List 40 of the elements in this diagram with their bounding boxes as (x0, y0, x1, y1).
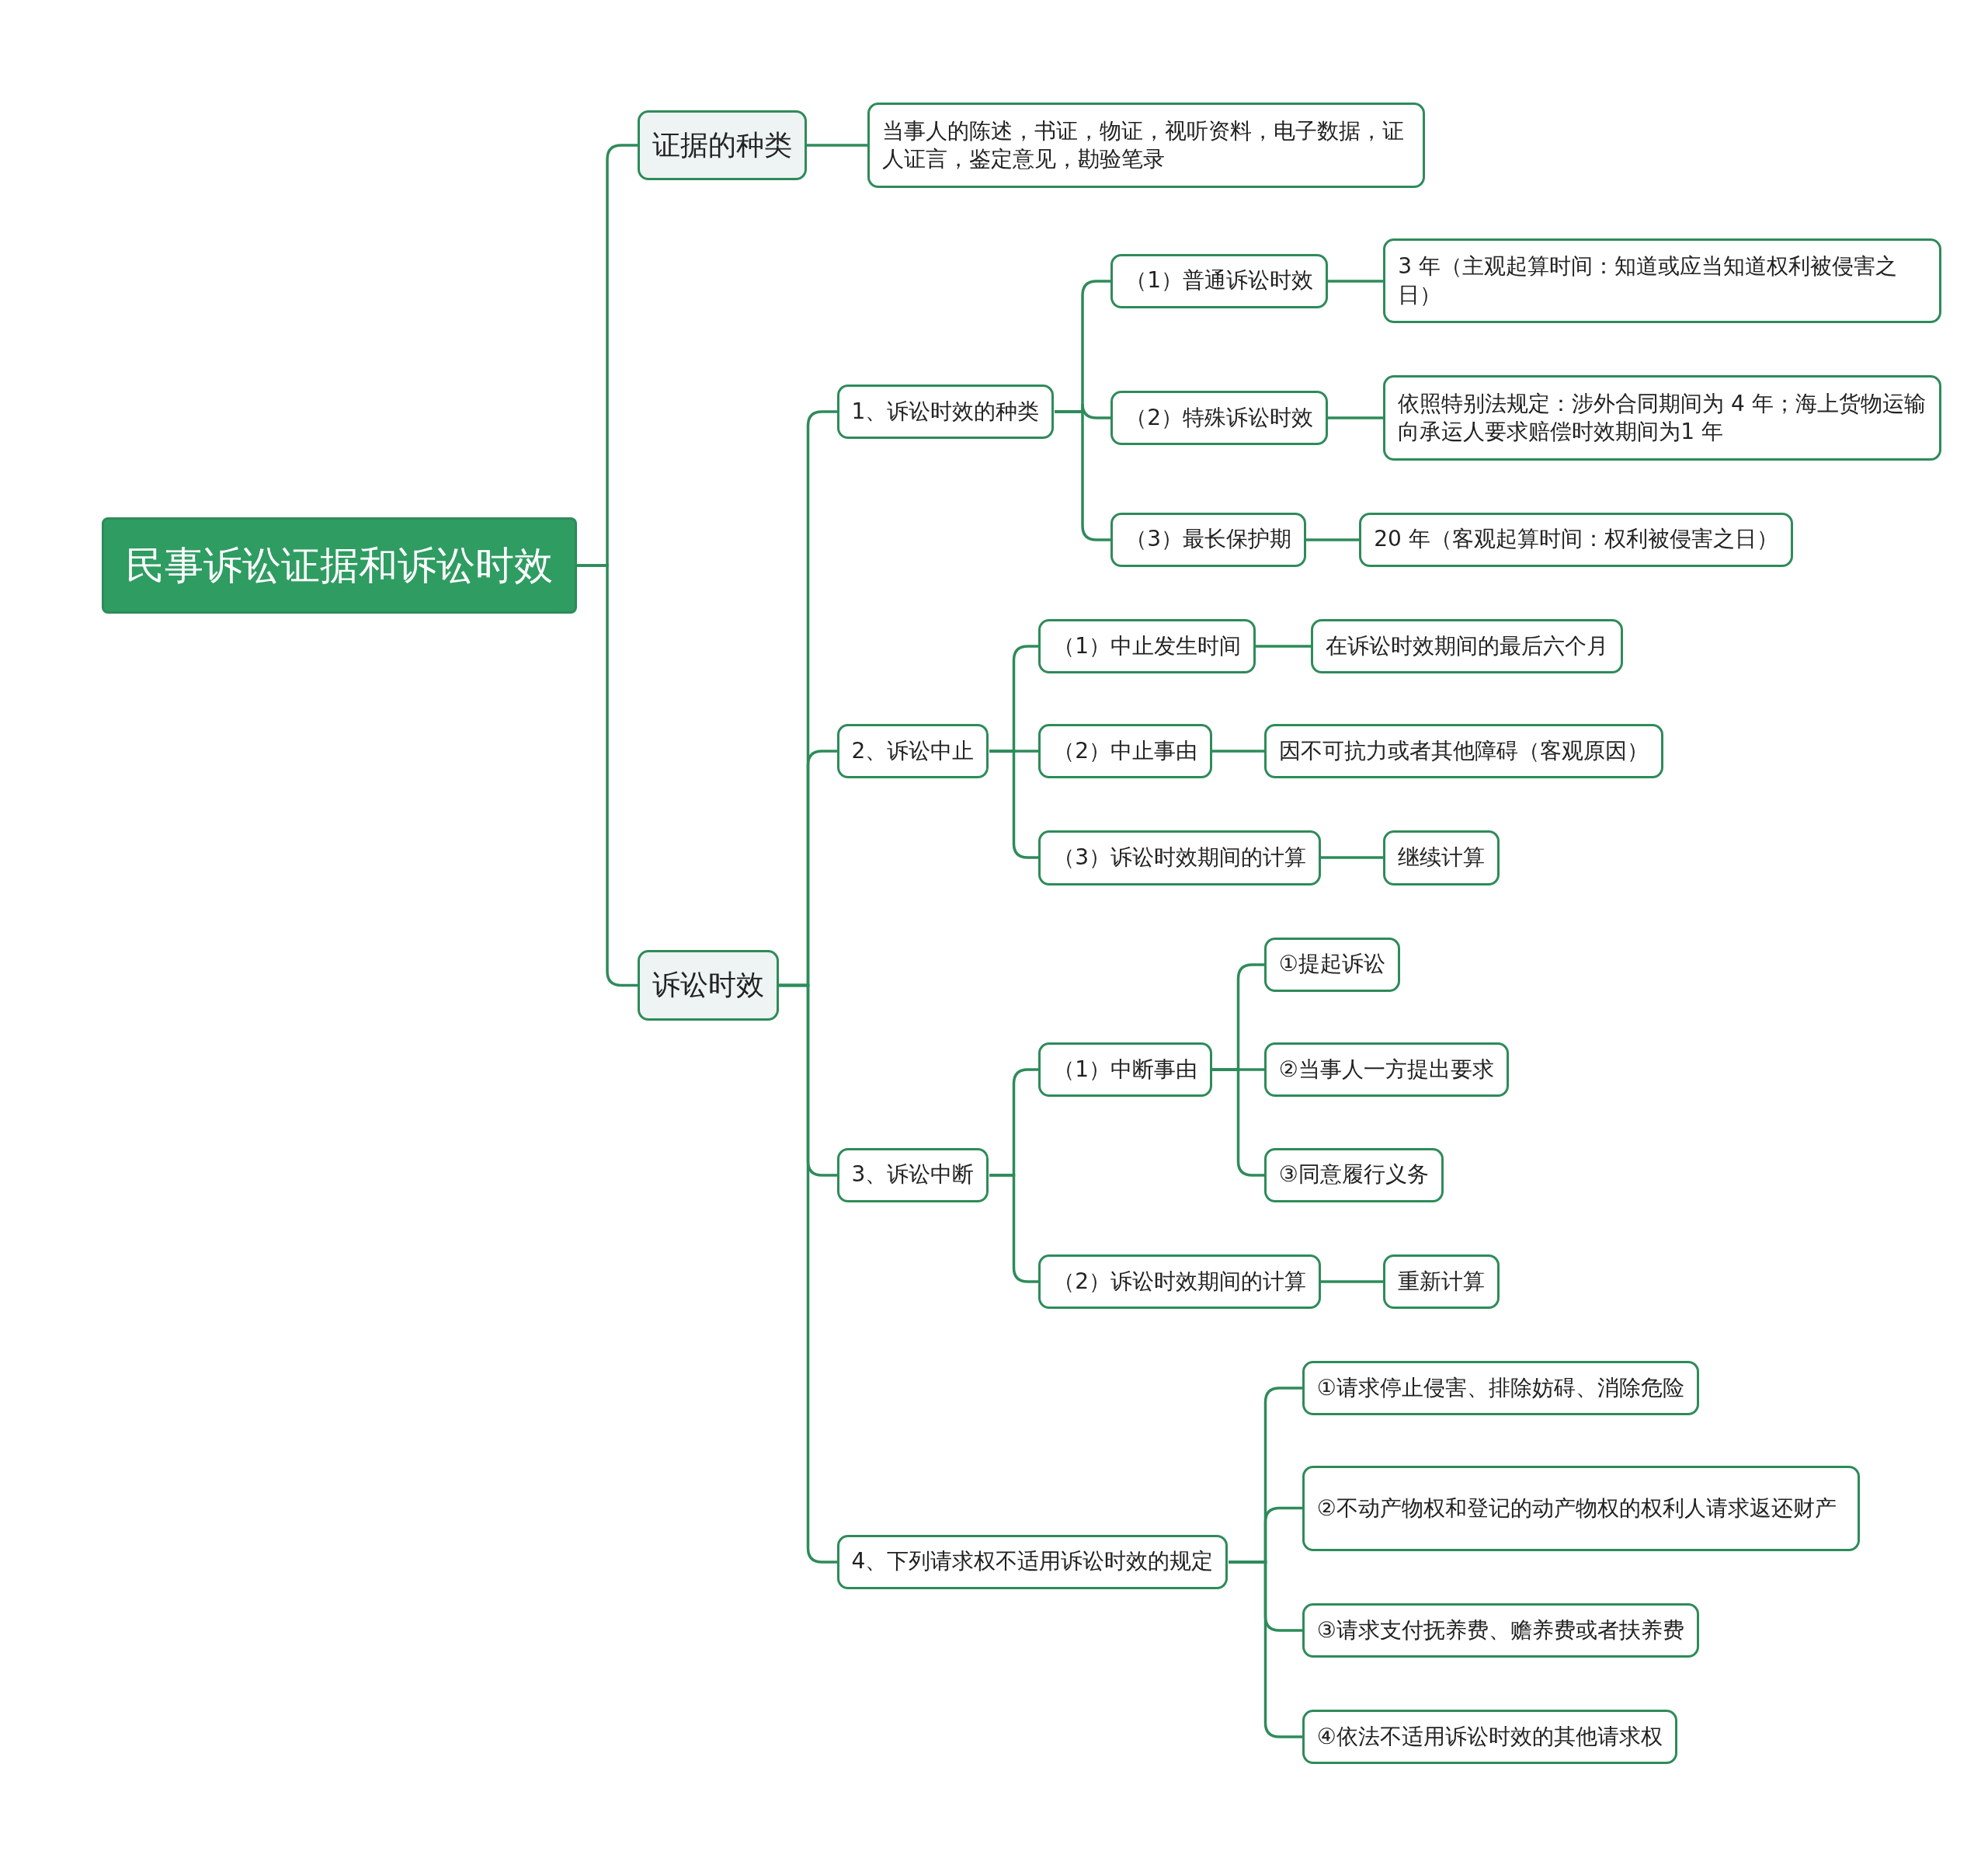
subtopic: ④依法不适用诉讼时效的其他请求权 (1302, 1709, 1677, 1764)
main-topic: 诉讼时效 (638, 949, 780, 1021)
subtopic: ③同意履行义务 (1263, 1147, 1444, 1202)
subtopic: 依照特别法规定：涉外合同期间为 4 年；海上货物运输向承运人要求赔偿时效期间为1 年 (1383, 375, 1941, 461)
subtopic: 当事人的陈述，书证，物证，视听资料，电子数据，证人证言，鉴定意见，勘验笔录 (867, 103, 1426, 188)
subtopic: 20 年（客观起算时间：权利被侵害之日） (1359, 512, 1793, 567)
subtopic: 1、诉讼时效的种类 (836, 384, 1055, 439)
connector-line (577, 564, 638, 987)
subtopic: ①请求停止侵害、排除妨碍、消除危险 (1302, 1360, 1699, 1416)
subtopic: 3、诉讼中断 (836, 1147, 989, 1202)
subtopic: 继续计算 (1383, 830, 1500, 886)
subtopic: （2）特殊诉讼时效 (1110, 390, 1329, 446)
connector-line (1229, 1561, 1302, 1738)
subtopic: 在诉讼时效期间的最后六个月 (1311, 618, 1624, 673)
subtopic: （2）中止事由 (1038, 724, 1212, 779)
subtopic: （1）中止发生时间 (1038, 618, 1256, 673)
connector-line (1321, 856, 1383, 859)
connector-line (1256, 645, 1311, 648)
subtopic: 2、诉讼中止 (836, 724, 989, 779)
subtopic: ②当事人一方提出要求 (1263, 1042, 1509, 1098)
subtopic: 4、下列请求权不适用诉讼时效的规定 (836, 1534, 1229, 1589)
subtopic: 3 年（主观起算时间：知道或应当知道权利被侵害之日） (1383, 238, 1941, 324)
connector-line (1328, 280, 1383, 283)
connector-line (807, 144, 867, 147)
connector-line (1212, 750, 1264, 753)
main-topic: 证据的种类 (638, 110, 808, 180)
subtopic: （3）诉讼时效期间的计算 (1038, 830, 1321, 886)
connector-line (1328, 416, 1383, 419)
subtopic: （2）诉讼时效期间的计算 (1038, 1254, 1321, 1309)
connector-line (1321, 1280, 1383, 1283)
subtopic: ③请求支付抚养费、赡养费或者扶养费 (1302, 1602, 1699, 1658)
subtopic: 重新计算 (1383, 1254, 1500, 1309)
root-topic: 民事诉讼证据和诉讼时效 (101, 517, 577, 614)
subtopic: 因不可抗力或者其他障碍（客观原因） (1263, 724, 1663, 779)
subtopic: （1）普通诉讼时效 (1110, 253, 1329, 308)
subtopic: ①提起诉讼 (1263, 937, 1400, 992)
connector-line (1306, 538, 1359, 541)
subtopic: （3）最长保护期 (1110, 512, 1307, 567)
subtopic: ②不动产物权和登记的动产物权的权利人请求返还财产 (1302, 1466, 1861, 1551)
subtopic: （1）中断事由 (1038, 1042, 1212, 1098)
